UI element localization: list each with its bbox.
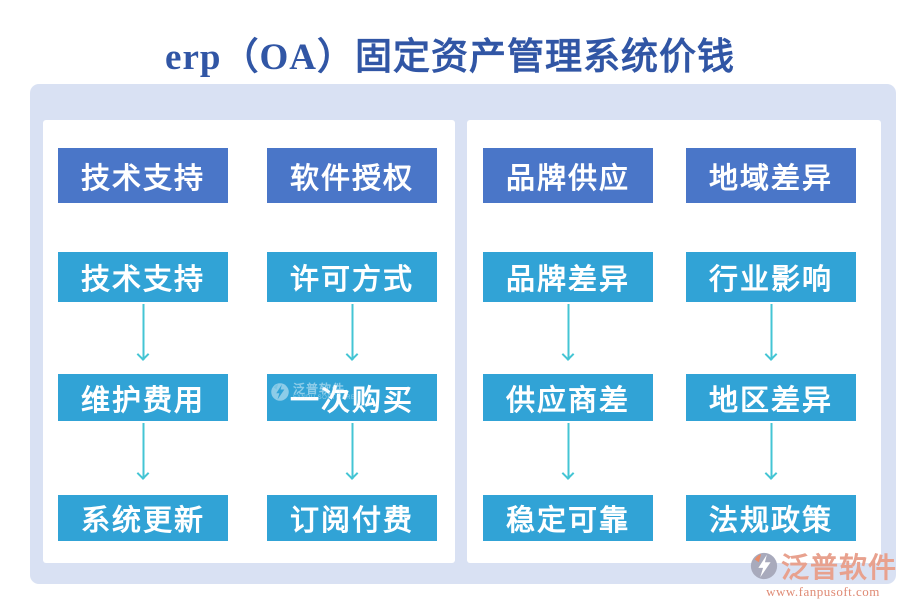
- flow-node: 法规政策: [686, 495, 856, 541]
- flow-column: 品牌供应 品牌差异 供应商差 稳定可靠: [483, 120, 653, 563]
- down-arrow-icon: [345, 304, 359, 361]
- flow-column: 软件授权 许可方式 一次购买 订阅付费 泛普软件 FANPU SOFTWARE: [267, 120, 437, 563]
- flow-column: 地域差异 行业影响 地区差异 法规政策: [686, 120, 856, 563]
- flow-node: 系统更新: [58, 495, 228, 541]
- flow-node: 订阅付费: [267, 495, 437, 541]
- down-arrow-icon: [764, 423, 778, 480]
- flow-node: 品牌供应: [483, 148, 653, 203]
- flow-column: 技术支持 技术支持 维护费用 系统更新: [58, 120, 228, 563]
- down-arrow-icon: [136, 423, 150, 480]
- flow-node: 行业影响: [686, 252, 856, 302]
- flow-node: 一次购买: [267, 374, 437, 421]
- flow-node: 维护费用: [58, 374, 228, 421]
- flow-node: 稳定可靠: [483, 495, 653, 541]
- page-title: erp（OA）固定资产管理系统价钱: [165, 37, 735, 78]
- flow-node: 地区差异: [686, 374, 856, 421]
- flow-node: 技术支持: [58, 252, 228, 302]
- watermark-brand: 泛普软件: [780, 553, 897, 584]
- flow-node: 软件授权: [267, 148, 437, 203]
- down-arrow-icon: [764, 304, 778, 361]
- fanpu-watermark-footer: 泛普软件 www.fanpusoft.com: [748, 546, 898, 600]
- down-arrow-icon: [345, 423, 359, 480]
- watermark-url: www.fanpusoft.com: [766, 584, 880, 599]
- diagram-panel-left: 技术支持 技术支持 维护费用 系统更新 软件授权 许可方式 一次购买 订阅付费: [43, 120, 455, 563]
- flow-node: 地域差异: [686, 148, 856, 203]
- fanpu-logo-icon: [750, 552, 778, 580]
- diagram-canvas: 技术支持 技术支持 维护费用 系统更新 软件授权 许可方式 一次购买 订阅付费: [30, 84, 896, 584]
- flow-node: 技术支持: [58, 148, 228, 203]
- diagram-panel-right: 品牌供应 品牌差异 供应商差 稳定可靠 地域差异 行业影响 地区差异 法规政策: [467, 120, 881, 563]
- down-arrow-icon: [136, 304, 150, 361]
- down-arrow-icon: [561, 423, 575, 480]
- flow-node: 供应商差: [483, 374, 653, 421]
- flow-node: 许可方式: [267, 252, 437, 302]
- flow-node: 品牌差异: [483, 252, 653, 302]
- down-arrow-icon: [561, 304, 575, 361]
